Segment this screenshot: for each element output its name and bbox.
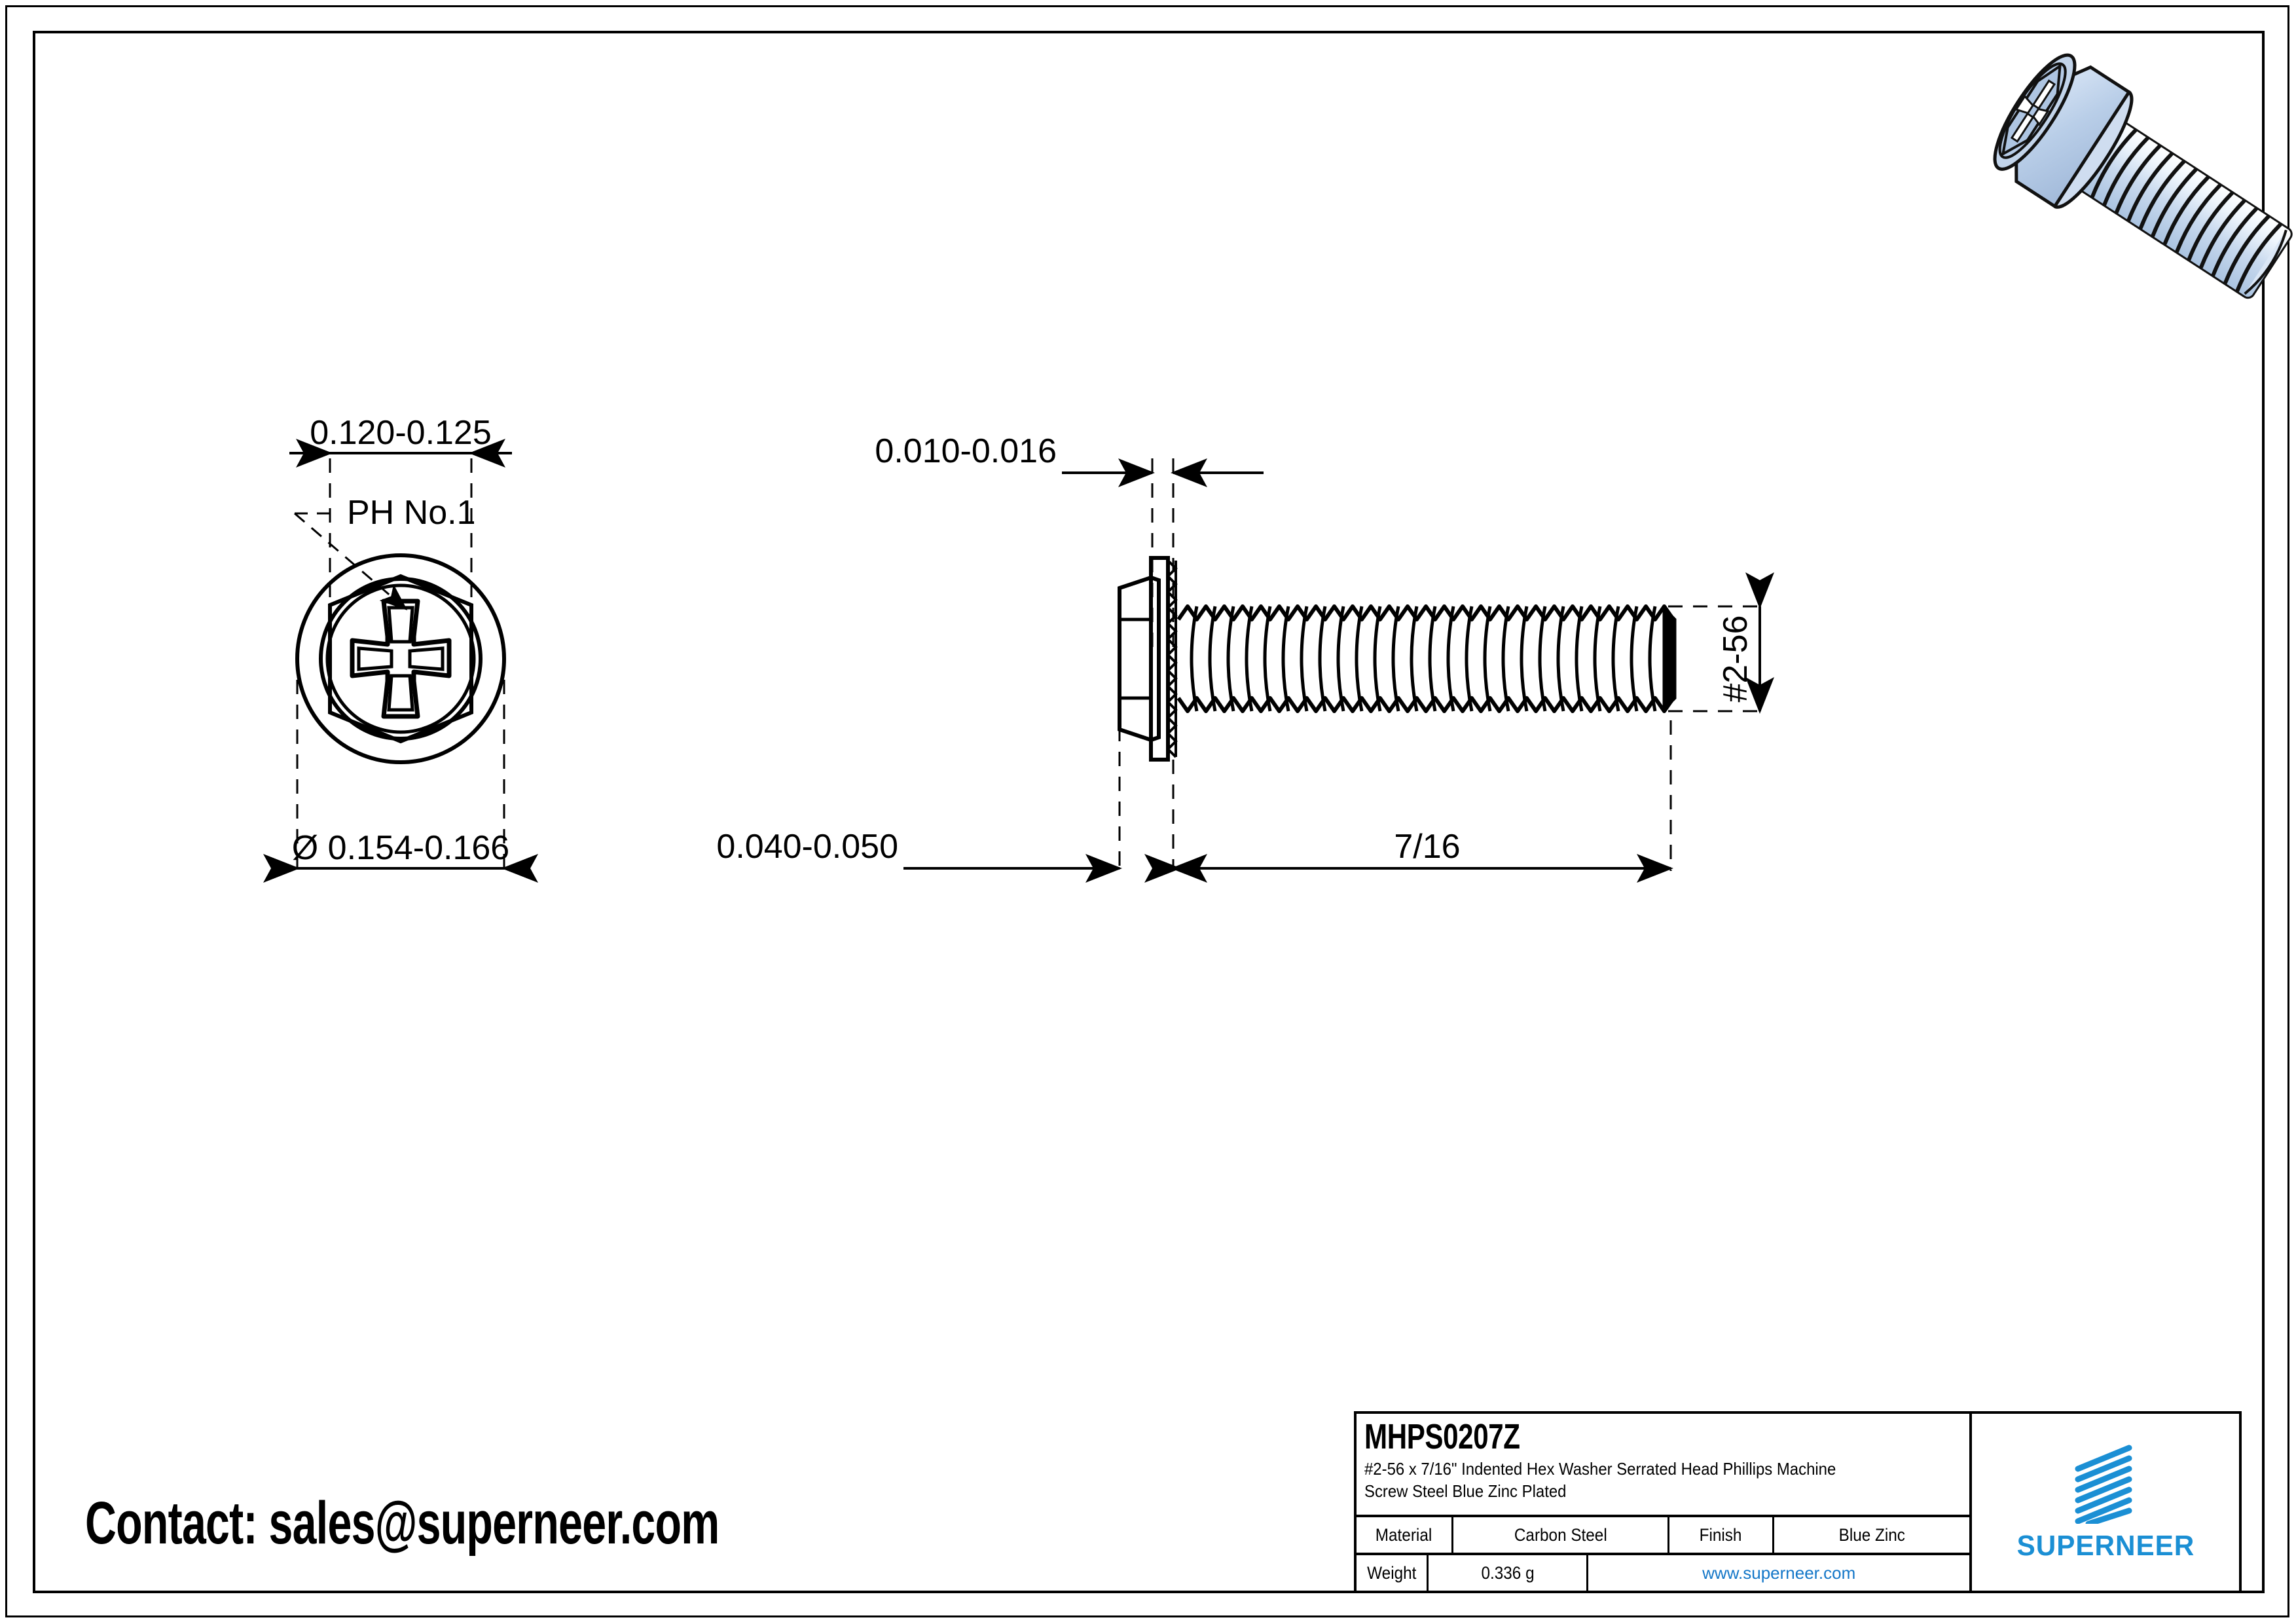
material-value: Carbon Steel: [1453, 1517, 1669, 1553]
weight-value: 0.336 g: [1429, 1555, 1589, 1591]
weight-label: Weight: [1357, 1555, 1429, 1591]
side-view-drawing: 0.010-0.016 0.040-0.050 7/16 #2-56: [716, 432, 1774, 883]
end-view-drawing: 0.120-0.125 Ø 0.154-0.166 PH No.1: [263, 414, 538, 883]
recess-callout: PH No.1: [347, 494, 476, 532]
dim-washer-thickness: 0.010-0.016: [875, 432, 1057, 470]
table-row: Weight 0.336 g www.superneer.com: [1357, 1555, 1969, 1591]
sheet-drawing-frame: [33, 31, 2265, 1593]
company-wordmark: SUPERNEER: [2016, 1530, 2195, 1562]
superneer-logo-icon: [2075, 1445, 2132, 1524]
company-logo: SUPERNEER: [1972, 1414, 2239, 1591]
thread-callout: #2-56: [1717, 616, 1755, 703]
dim-length: 7/16: [1394, 828, 1460, 866]
part-number: MHPS0207Z: [1364, 1417, 1520, 1456]
table-row: Material Carbon Steel Finish Blue Zinc: [1357, 1517, 1969, 1555]
part-description: #2-56 x 7/16" Indented Hex Washer Serrat…: [1364, 1458, 1973, 1503]
sheet-outer-border: [5, 5, 2289, 1617]
title-block-info: MHPS0207Z #2-56 x 7/16" Indented Hex Was…: [1357, 1414, 1972, 1591]
dim-head-height: 0.040-0.050: [716, 828, 898, 866]
recess-leader-line: [294, 512, 408, 610]
part-description-line-2: Screw Steel Blue Zinc Plated: [1364, 1481, 1567, 1502]
title-block-description-cell: MHPS0207Z #2-56 x 7/16" Indented Hex Was…: [1357, 1414, 1969, 1517]
website-link[interactable]: www.superneer.com: [1702, 1562, 1856, 1583]
finish-value: Blue Zinc: [1838, 1524, 1905, 1545]
material-label: Material: [1357, 1517, 1453, 1553]
contact-email-text: Contact: sales@superneer.com: [85, 1490, 720, 1557]
website-link-cell[interactable]: www.superneer.com: [1588, 1555, 1969, 1591]
finish-label: Finish: [1669, 1517, 1774, 1553]
screw-3d-render: [1993, 53, 2293, 299]
title-block: MHPS0207Z #2-56 x 7/16" Indented Hex Was…: [1354, 1411, 2242, 1593]
part-description-line-1: #2-56 x 7/16" Indented Hex Washer Serrat…: [1364, 1459, 1836, 1479]
dim-across-flats: 0.120-0.125: [310, 414, 492, 452]
dim-washer-diameter: Ø 0.154-0.166: [292, 829, 509, 867]
